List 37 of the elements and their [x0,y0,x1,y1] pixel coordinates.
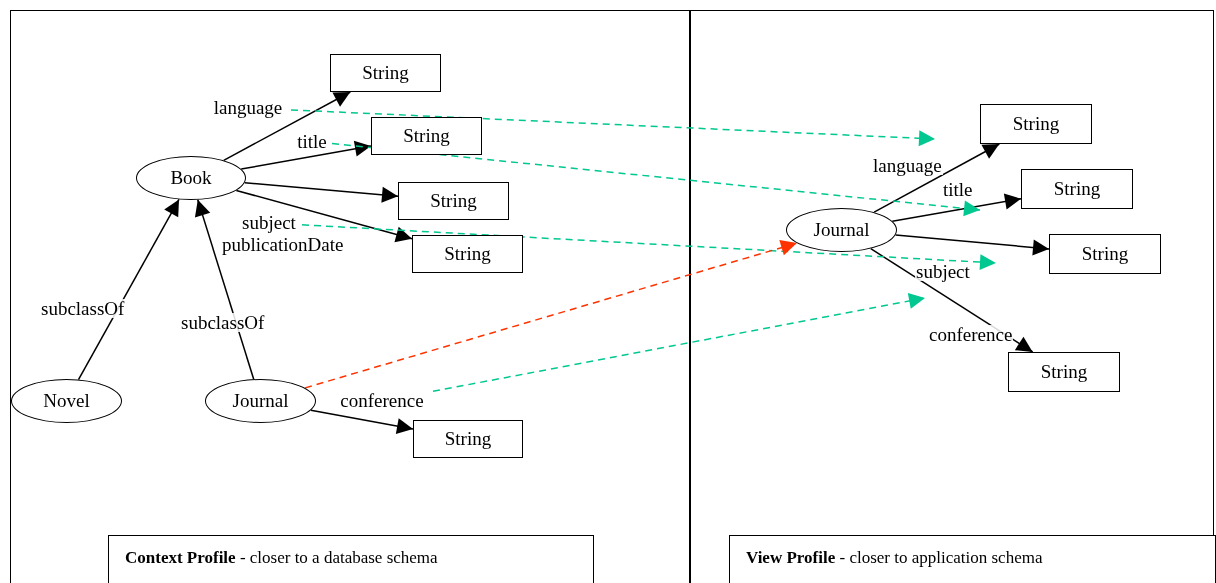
arrow [310,409,414,434]
type-box: String [413,420,523,458]
edge-label: title [942,180,974,199]
arrow [290,109,936,147]
class-ellipse: Journal [786,208,897,252]
caption-box: Context Profile - closer to a database schema [108,535,594,583]
arrow [194,199,255,380]
edge-label: language [872,156,943,175]
type-box: String [398,182,509,220]
edge-label: conference [928,325,1014,344]
caption-box: View Profile - closer to application schema [729,535,1216,583]
class-ellipse: Book [136,156,246,200]
arrow [223,91,352,162]
type-box: String [1008,352,1120,392]
arrow [432,293,926,393]
type-box: String [1021,169,1133,209]
arrow [873,143,1001,213]
type-box: String [1049,234,1161,274]
arrow [301,224,997,271]
arrow [331,142,981,217]
arrow [244,181,399,203]
edge-label: publicationDate [221,235,345,254]
edge-label: subject [915,262,971,281]
edge-label: subclassOf [40,299,126,318]
arrow [891,193,1022,222]
arrow [235,189,413,243]
arrow [304,239,798,389]
type-box: String [980,104,1092,144]
arrow [894,234,1050,256]
type-box: String [330,54,441,92]
arrow [240,140,372,170]
type-box: String [412,235,523,273]
arrow [77,198,180,381]
type-box: String [371,117,482,155]
class-ellipse: Journal [205,379,316,423]
edge-label: subclassOf [180,313,266,332]
class-ellipse: Novel [11,379,122,423]
